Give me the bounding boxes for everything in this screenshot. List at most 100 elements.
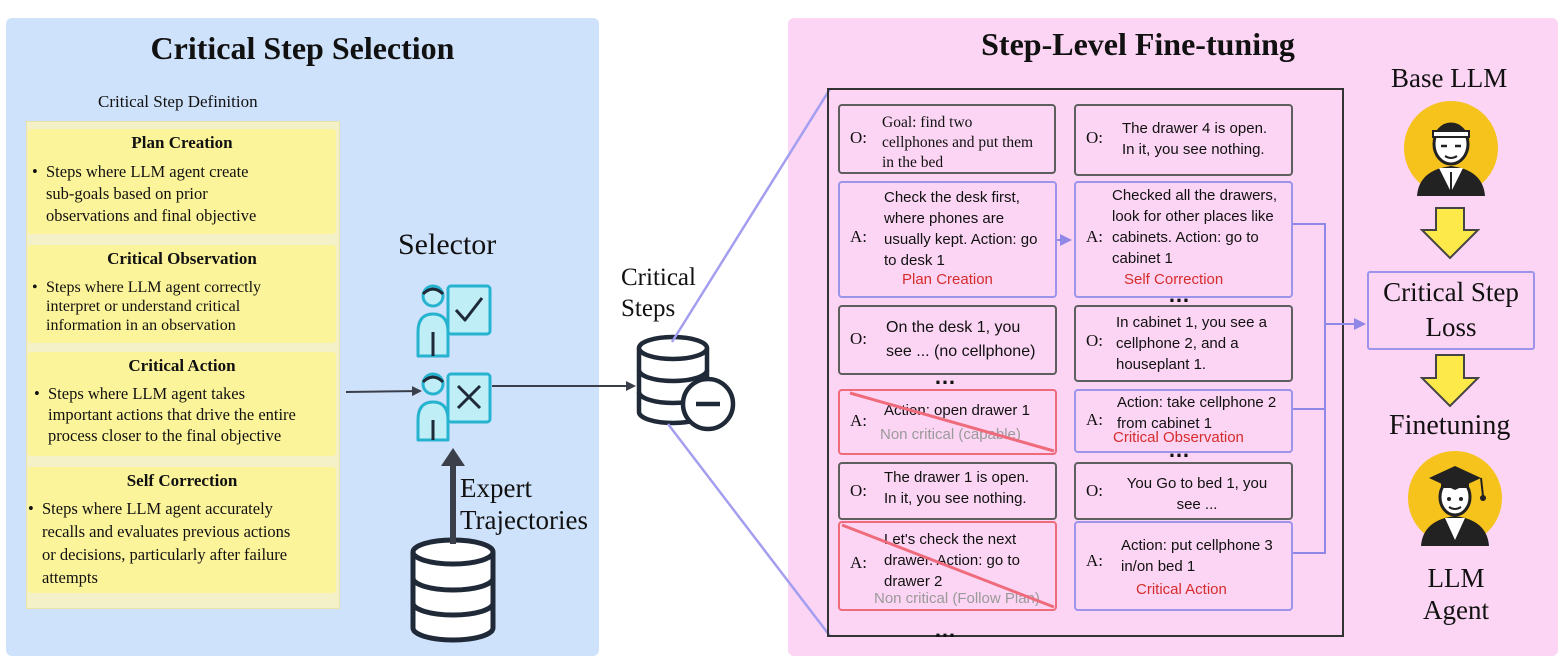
step-line: cellphones and put them [882, 134, 1034, 151]
step-label: A: [850, 411, 867, 430]
step-text: In cabinet 1, you see a cellphone 2, and… [1116, 312, 1267, 375]
step-text: Checked all the drawers, look for other … [1112, 185, 1277, 269]
step-text: The drawer 1 is open. In it, you see not… [884, 467, 1029, 509]
strike-line [841, 523, 1055, 609]
step-line: to desk 1 [884, 252, 945, 269]
step-text: Goal: find two cellphones and put them i… [882, 113, 1033, 173]
selector-icon [416, 284, 492, 442]
expert-label-line: Trajectories [460, 505, 588, 535]
definition-critical-action: Critical Action • Steps where LLM agent … [28, 352, 336, 456]
step-label: A: [850, 227, 867, 246]
step-line: in the bed [882, 154, 944, 171]
step-tag: Critical Action [1136, 581, 1227, 598]
step-line: You Go to bed 1, you [1126, 475, 1268, 492]
bullet: • [34, 384, 40, 403]
step-label: O: [850, 329, 867, 348]
bullet: • [32, 279, 38, 296]
expert-database-icon [410, 537, 496, 643]
loss-label: Critical Step Loss [1369, 275, 1533, 345]
definition-line: information in an observation [46, 317, 236, 334]
step-line: drawer. Action: go to [884, 552, 1020, 569]
step-line: in/on bed 1 [1121, 558, 1196, 575]
selector-label: Selector [398, 228, 497, 261]
action-plan-creation: A: Check the desk first, where phones ar… [838, 181, 1057, 298]
step-line: Let's check the next [884, 531, 1017, 548]
step-label: A: [1086, 410, 1103, 429]
arrow-down-yellow [1419, 207, 1481, 408]
definition-line: Steps where LLM agent accurately [42, 499, 273, 518]
definition-line: observations and final objective [46, 206, 257, 225]
critical-steps-database-icon [636, 334, 736, 432]
definition-line: sub-goals based on prior [46, 184, 208, 203]
step-label: A: [850, 553, 867, 572]
bullet: • [32, 162, 38, 181]
definition-heading: Self Correction [126, 471, 238, 490]
step-label: O: [1086, 481, 1103, 500]
step-line: In it, you see nothing. [884, 490, 1027, 507]
critical-steps-label: Critical Steps [621, 262, 696, 324]
definition-label: Critical Step Definition [98, 92, 258, 111]
step-tag: Self Correction [1124, 271, 1224, 288]
step-line: Action: put cellphone 3 [1121, 537, 1273, 554]
definition-body: • Steps where LLM agent create sub-goals… [32, 161, 257, 227]
step-line: from cabinet 1 [1117, 415, 1213, 432]
base-llm-label: Base LLM [1391, 63, 1508, 93]
step-line: The drawer 4 is open. [1122, 120, 1268, 137]
left-panel-title: Critical Step Selection [150, 30, 455, 66]
right-panel-title: Step-Level Fine-tuning [981, 26, 1295, 62]
step-tag: Plan Creation [902, 271, 993, 288]
step-line: Action: open drawer 1 [884, 402, 1030, 419]
step-line: see ... [1176, 496, 1218, 513]
step-line: The drawer 1 is open. [884, 469, 1030, 486]
expert-label-line: Expert [460, 473, 532, 503]
step-text: You Go to bed 1, you see ... [1122, 473, 1272, 515]
agent-label-line: Agent [1423, 595, 1489, 625]
definition-body: • Steps where LLM agent correctly interp… [32, 278, 262, 335]
action-noncritical-capable: A: Action: open drawer 1 Non critical (c… [838, 389, 1057, 455]
step-label: O: [850, 128, 867, 147]
definition-line: process closer to the final objective [48, 426, 282, 445]
zoom-lines [667, 88, 832, 637]
loss-label-line: Loss [1425, 312, 1477, 342]
step-line: On the desk 1, you [886, 319, 1021, 336]
llm-agent-avatar-icon [1408, 451, 1502, 546]
step-line: usually kept. Action: go [884, 231, 1038, 248]
definition-heading: Critical Action [128, 356, 236, 375]
ellipsis: … [934, 364, 958, 389]
definition-line: recalls and evaluates previous actions [42, 522, 291, 541]
step-line: In cabinet 1, you see a [1116, 314, 1267, 331]
action-noncritical-follow-plan: A: Let's check the next drawer. Action: … [838, 521, 1057, 611]
step-text: Check the desk first, where phones are u… [884, 187, 1037, 271]
definition-self-correction: Self Correction • Steps where LLM agent … [28, 467, 336, 593]
step-tag: Non critical (Follow Plan) [874, 590, 1040, 607]
step-line: Check the desk first, [884, 189, 1020, 206]
definition-body: • Steps where LLM agent accurately recal… [28, 497, 291, 589]
expert-trajectories-label: Expert Trajectories [460, 472, 588, 536]
obs-drawer-1: O: The drawer 1 is open. In it, you see … [838, 462, 1057, 520]
definition-heading: Plan Creation [131, 133, 233, 152]
bullet: • [28, 499, 34, 518]
ellipsis: … [1168, 282, 1192, 307]
step-line: Goal: find two [882, 114, 973, 131]
step-label: O: [1086, 331, 1103, 350]
critical-steps-line: Steps [621, 295, 676, 322]
step-line: Checked all the drawers, [1112, 187, 1278, 204]
obs-cabinet-1: O: In cabinet 1, you see a cellphone 2, … [1074, 305, 1293, 382]
arrow-definition-to-selector [345, 386, 422, 397]
definition-body: • Steps where LLM agent takes important … [34, 383, 296, 446]
obs-bed-1: O: You Go to bed 1, you see ... [1074, 462, 1293, 520]
action-critical-observation: A: Action: take cellphone 2 from cabinet… [1074, 389, 1293, 453]
obs-drawer-4: O: The drawer 4 is open. In it, you see … [1074, 104, 1293, 176]
critical-steps-line: Critical [621, 264, 696, 291]
step-label: A: [1086, 551, 1103, 570]
definition-line: Steps where LLM agent correctly [46, 279, 262, 296]
definition-line: important actions that drive the entire [48, 405, 296, 424]
step-text: Action: take cellphone 2 from cabinet 1 [1117, 392, 1276, 434]
definition-line: Steps where LLM agent takes [48, 384, 246, 403]
step-line: drawer 2 [884, 573, 943, 590]
bracket-critical-to-loss [1291, 223, 1366, 554]
critical-step-loss-box: Critical Step Loss [1367, 271, 1535, 350]
finetuning-label: Finetuning [1389, 410, 1511, 441]
loss-label-line: Critical Step [1383, 277, 1519, 307]
